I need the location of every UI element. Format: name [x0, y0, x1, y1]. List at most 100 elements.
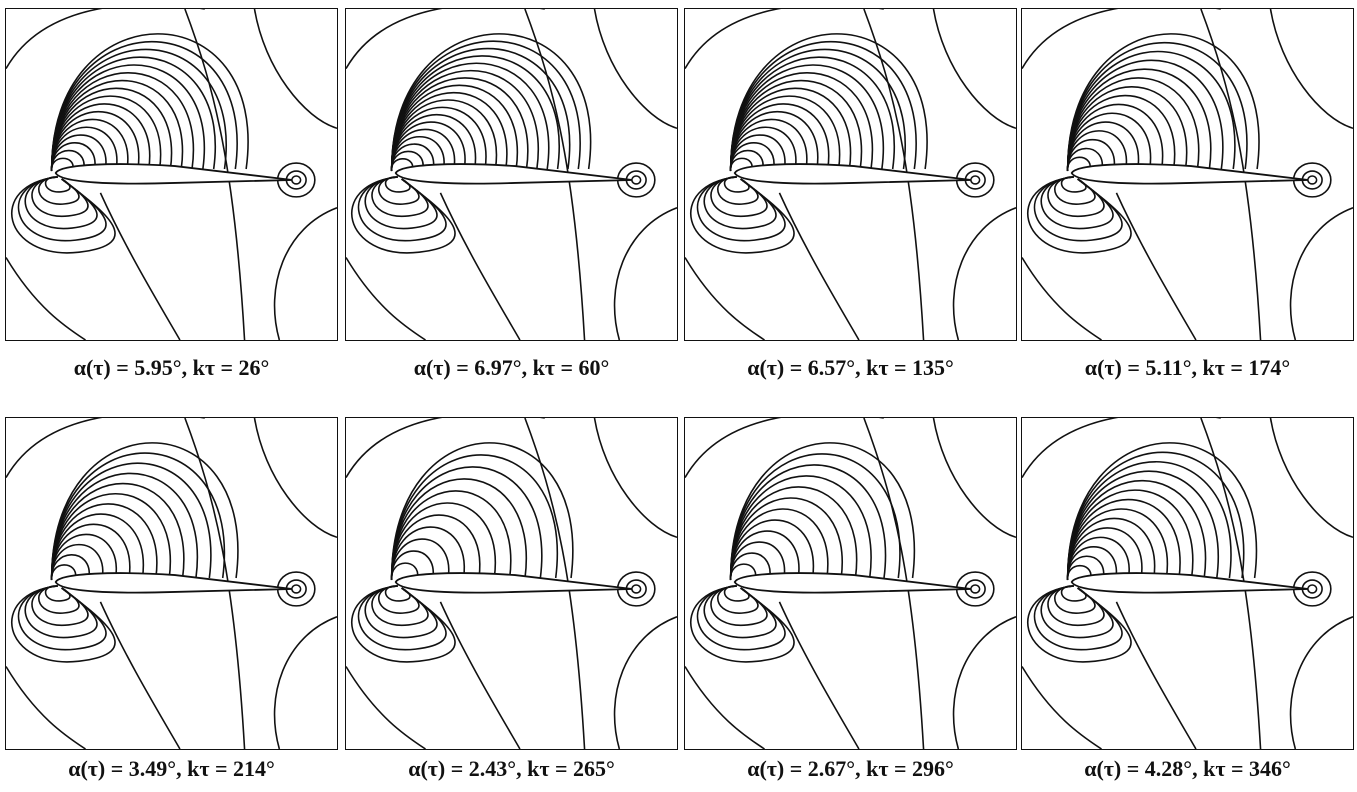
farfield-contour-line: [273, 616, 337, 749]
farfield-contour-line: [863, 9, 925, 340]
upper-contour-line: [50, 452, 226, 581]
farfield-contour-line: [1022, 9, 1221, 70]
upper-contour-line: [50, 523, 131, 581]
upper-contour-line: [390, 84, 519, 172]
upper-contour-line: [50, 503, 158, 581]
upper-contour-line: [50, 87, 173, 172]
farfield-contour-line: [1269, 418, 1353, 539]
contour-plot-1: [5, 8, 338, 341]
farfield-contour-line: [593, 9, 677, 130]
farfield-contour-line: [184, 418, 246, 749]
airfoil-shape: [733, 163, 972, 185]
farfield-contour-line: [273, 207, 337, 340]
upper-contour-line: [1066, 470, 1220, 581]
farfield-contour-line: [613, 616, 677, 749]
upper-contour-line: [1066, 442, 1258, 581]
farfield-contour-line: [1022, 257, 1102, 340]
farfield-contour-line: [6, 9, 205, 70]
farfield-contour-line: [346, 418, 545, 479]
panel-caption-4: α(τ) = 5.11°, kτ = 174°: [1084, 355, 1291, 380]
farfield-contour-line: [1115, 192, 1197, 340]
contour-svg-6: [346, 418, 677, 749]
trailing-edge-contour: [291, 584, 302, 594]
upper-contour-line: [729, 453, 901, 581]
farfield-contour-line: [1022, 418, 1221, 479]
upper-contour-line: [729, 508, 829, 581]
lower-contour-line: [10, 176, 116, 254]
upper-contour-line: [729, 475, 872, 581]
upper-contour-line: [50, 482, 185, 581]
upper-contour-line: [1066, 50, 1236, 172]
lower-contour-line: [689, 176, 795, 254]
upper-contour-line: [1066, 461, 1232, 581]
upper-contour-line: [1066, 41, 1248, 172]
farfield-contour-line: [6, 666, 86, 749]
contour-svg-5: [6, 418, 337, 749]
farfield-contour-line: [863, 418, 925, 749]
panel-caption-7: α(τ) = 2.67°, kτ = 296°: [747, 756, 954, 781]
upper-contour-line: [1066, 68, 1212, 172]
upper-contour-line: [50, 472, 199, 581]
farfield-contour-line: [1289, 616, 1353, 749]
upper-contour-line: [390, 55, 560, 172]
lower-contour-line: [38, 176, 80, 205]
upper-contour-line: [729, 40, 917, 172]
lower-contour-line: [350, 585, 456, 663]
lower-contour-line: [350, 176, 456, 254]
panel-caption-1: α(τ) = 5.95°, kτ = 26°: [73, 355, 270, 380]
upper-contour-line: [729, 464, 887, 581]
farfield-contour-line: [685, 257, 765, 340]
upper-contour-line: [1066, 59, 1224, 172]
upper-contour-line: [729, 56, 896, 172]
upper-contour-line: [390, 502, 497, 581]
upper-contour-line: [50, 72, 195, 172]
upper-contour-line: [1066, 86, 1188, 172]
trailing-edge-contour: [1307, 175, 1318, 185]
trailing-edge-contour: [291, 175, 302, 185]
farfield-contour-line: [346, 9, 545, 70]
upper-contour-line: [50, 492, 172, 581]
upper-contour-line: [390, 466, 543, 581]
farfield-contour-line: [613, 207, 677, 340]
upper-contour-line: [50, 95, 162, 172]
lower-contour-line: [378, 585, 420, 614]
upper-contour-line: [390, 62, 550, 172]
contour-plot-4: [1021, 8, 1354, 341]
lower-contour-line: [378, 176, 420, 205]
panel-caption-5: α(τ) = 3.49°, kτ = 214°: [68, 756, 275, 781]
lower-contour-line: [1026, 176, 1132, 254]
upper-contour-line: [50, 56, 217, 172]
upper-contour-line: [50, 442, 239, 581]
farfield-contour-line: [932, 418, 1016, 539]
upper-contour-line: [729, 72, 874, 172]
lower-contour-line: [717, 176, 759, 205]
farfield-contour-line: [6, 418, 205, 479]
upper-contour-line: [1066, 103, 1164, 172]
upper-contour-line: [729, 497, 844, 581]
farfield-contour-line: [439, 192, 521, 340]
farfield-contour-line: [685, 666, 765, 749]
upper-contour-line: [1066, 498, 1181, 581]
airfoil-shape: [1070, 572, 1309, 594]
lower-contour-line: [38, 585, 80, 614]
contour-svg-2: [346, 9, 677, 340]
contour-plot-2: [345, 8, 678, 341]
upper-contour-line: [390, 40, 581, 172]
upper-contour-line: [50, 64, 206, 172]
airfoil-shape: [394, 163, 633, 185]
farfield-contour-line: [6, 257, 86, 340]
trailing-edge-contour: [1307, 584, 1318, 594]
contour-svg-1: [6, 9, 337, 340]
farfield-contour-line: [685, 418, 884, 479]
upper-contour-line: [50, 103, 151, 172]
farfield-contour-line: [1200, 418, 1262, 749]
farfield-contour-line: [439, 601, 521, 749]
upper-contour-line: [1066, 77, 1200, 172]
contour-plot-5: [5, 417, 338, 750]
upper-contour-line: [390, 47, 571, 172]
farfield-contour-line: [99, 601, 181, 749]
lower-contour-line: [1026, 585, 1132, 663]
upper-contour-line: [390, 99, 498, 172]
upper-contour-line: [1066, 517, 1156, 581]
upper-contour-line: [729, 79, 863, 172]
